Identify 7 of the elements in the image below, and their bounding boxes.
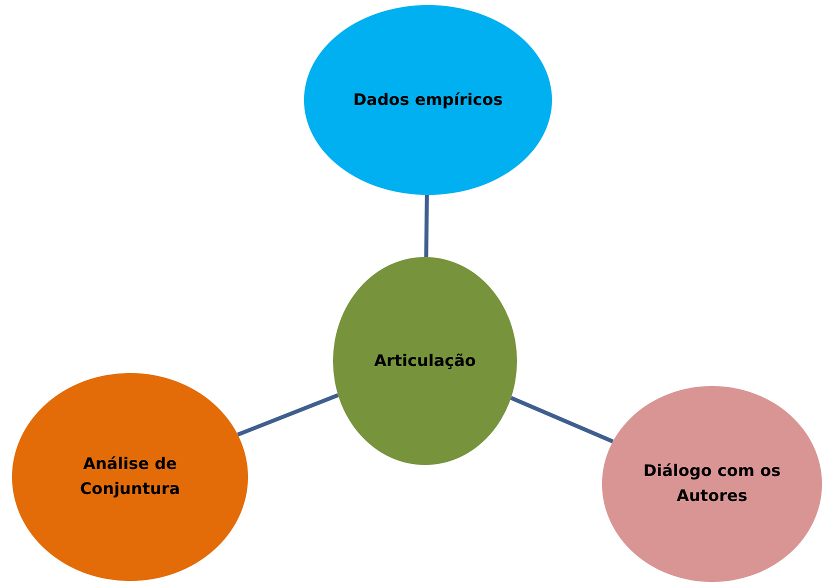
concept-label: Análise de Conjuntura [78,453,182,500]
concept-label: Dados empíricos [353,88,503,111]
concept-label: Diálogo com os Autores [642,460,782,507]
connector-line [424,194,429,258]
connector-line [510,396,614,444]
connector-line [237,393,339,436]
concept-label: Articulação [374,350,476,372]
